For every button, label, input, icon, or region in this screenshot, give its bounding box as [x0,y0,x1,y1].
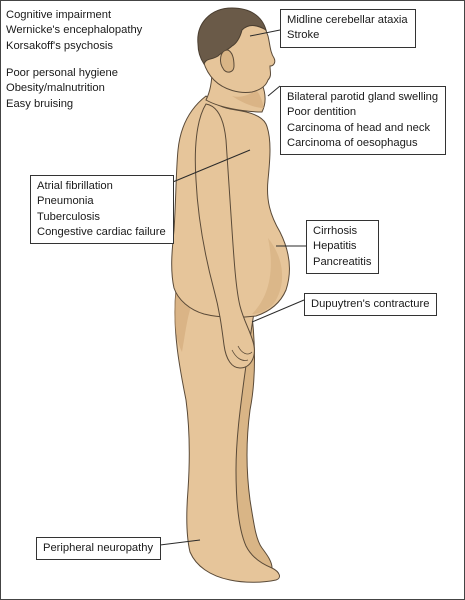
head-neck-item: Poor dentition [287,106,357,119]
chest-item: Pneumonia [37,195,94,208]
neck-shading [232,90,264,108]
head-neck-item: Carcinoma of oesophagus [287,136,418,149]
general-effect-item: Easy bruising [6,97,74,110]
feet-label-box: Peripheral neuropathy [36,537,162,561]
general-effects-list: Poor personal hygiene Obesity/malnutriti… [6,66,118,112]
cerebellar-item: Stroke [287,29,320,42]
general-effect-item: Poor personal hygiene [6,67,118,79]
head-neck-label-box: Bilateral parotid gland swelling Poor de… [280,86,447,156]
hand-item: Dupuytren's contracture [311,298,430,310]
cerebellar-label-box: Midline cerebellar ataxia Stroke [280,9,416,48]
brain-effects-list: Cognitive impairment Wernicke's encephal… [6,8,142,54]
brain-effect-item: Wernicke's encephalopathy [6,24,143,37]
belly-shading [252,238,283,314]
hair [197,7,267,66]
hand-detail [231,345,253,361]
head-neck-item: Carcinoma of head and neck [287,121,431,134]
brain-effect-item: Cognitive impairment [6,9,112,21]
cerebellar-item: Midline cerebellar ataxia [287,14,408,26]
chest-label-box: Atrial fibrillation Pneumonia Tuberculos… [30,175,174,245]
brain-effect-item: Korsakoff's psychosis [6,39,114,52]
general-effect-item: Obesity/malnutrition [6,82,105,95]
abdomen-item: Hepatitis [313,240,357,253]
arm [194,103,255,369]
abdomen-item: Pancreatitis [313,255,372,268]
chest-item: Tuberculosis [37,210,101,223]
near-leg [174,289,280,583]
feet-item: Peripheral neuropathy [43,542,154,554]
leader-chest [167,149,251,185]
leader-head-neck [267,85,281,97]
chest-item: Atrial fibrillation [37,180,113,192]
head-neck-item: Bilateral parotid gland swelling [287,91,439,103]
abdomen-item: Cirrhosis [313,225,358,237]
leader-cerebellar [249,29,281,37]
abdomen-label-box: Cirrhosis Hepatitis Pancreatitis [306,220,380,274]
ear [220,49,235,73]
hand-label-box: Dupuytren's contracture [304,293,438,317]
leader-lines [151,29,306,547]
chest-item: Congestive cardiac failure [37,225,166,238]
leader-hand [251,299,305,323]
